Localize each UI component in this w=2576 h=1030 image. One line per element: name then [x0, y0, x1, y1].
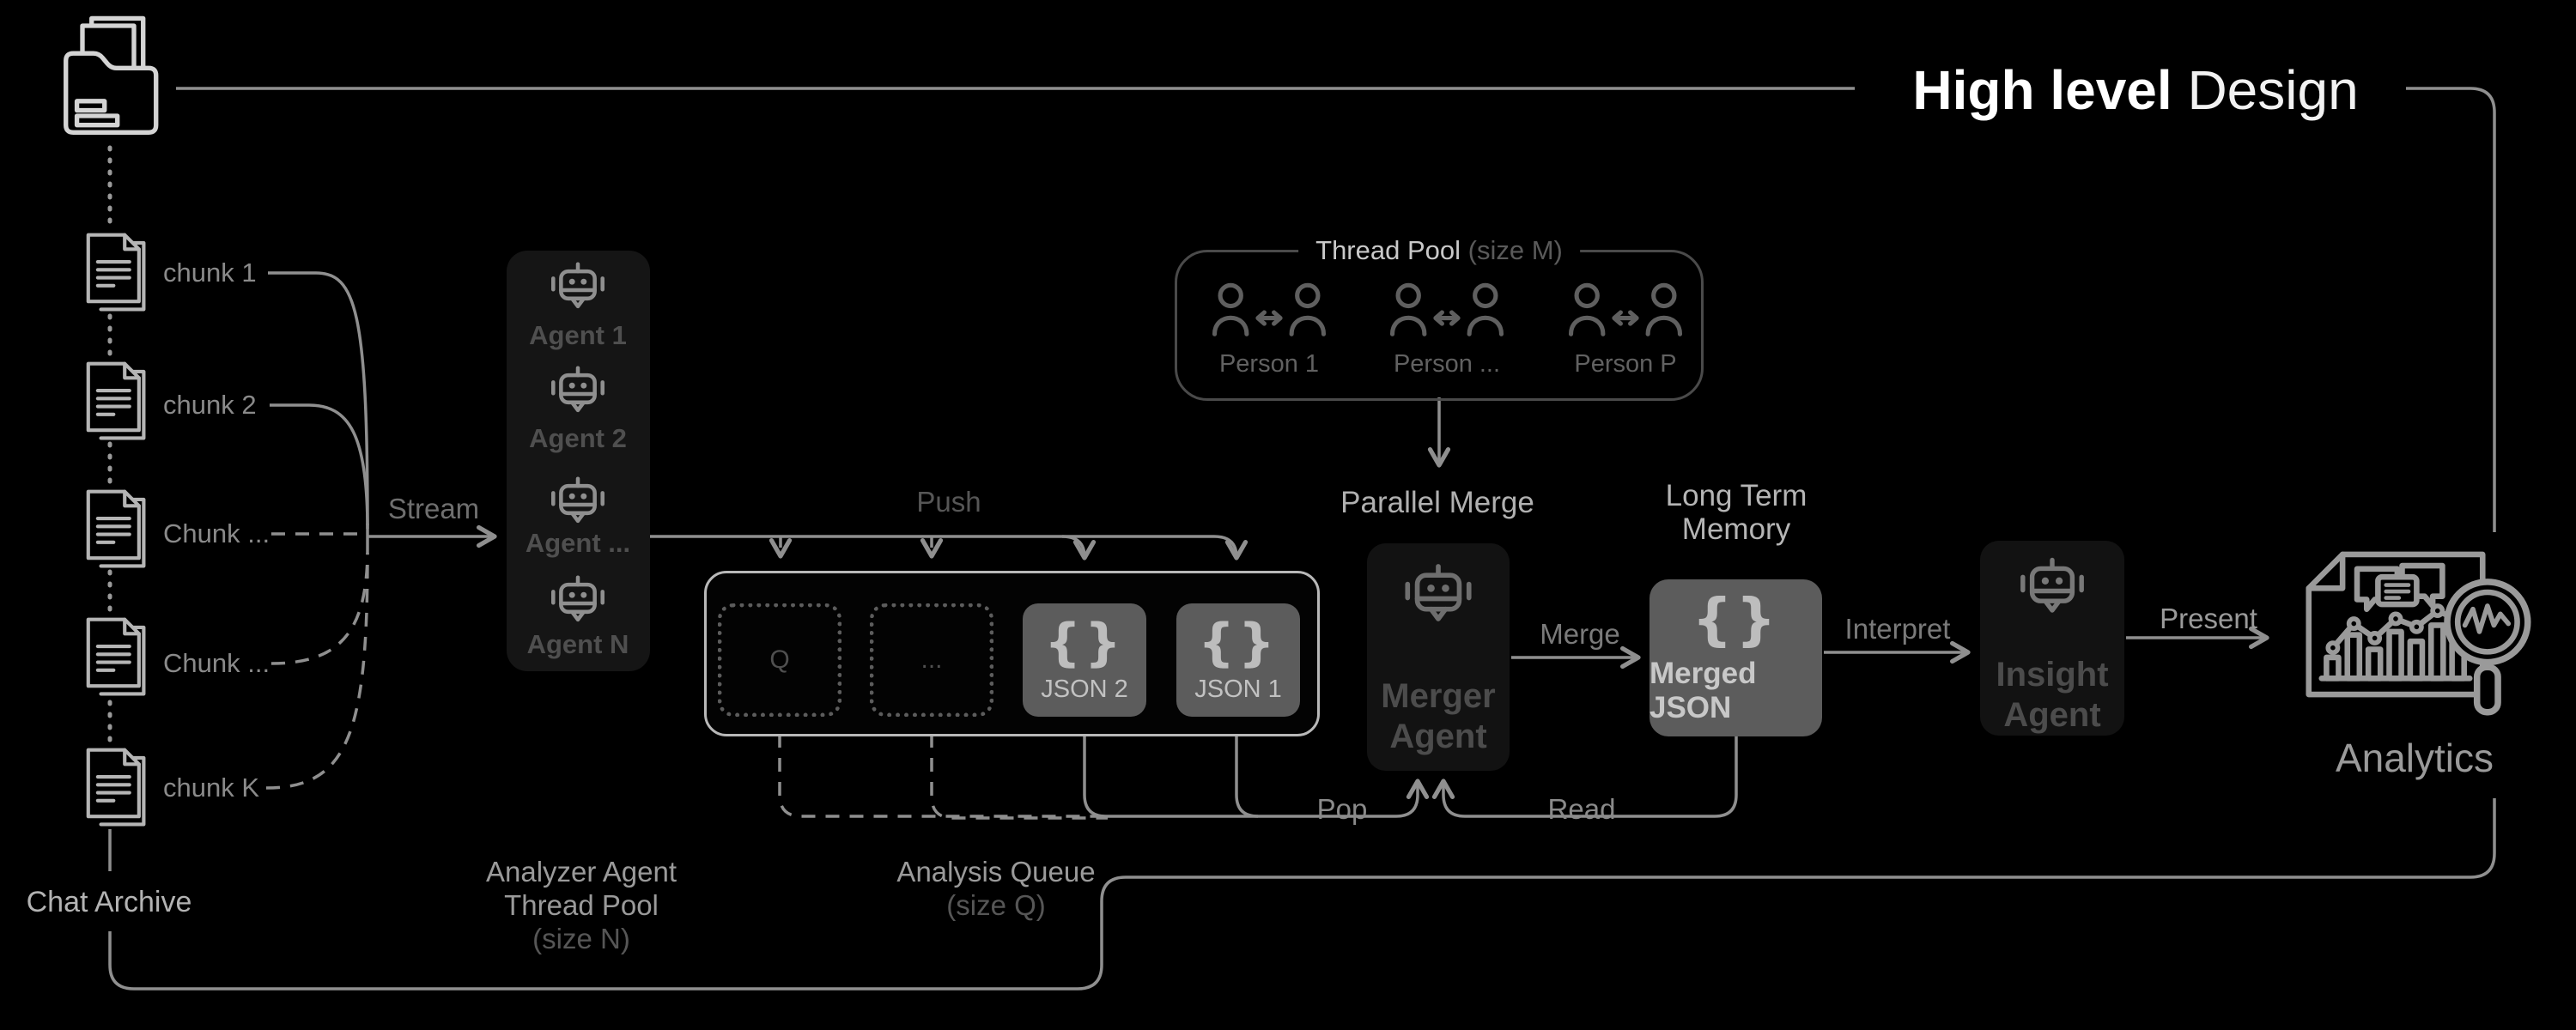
merged-json-box: {} Merged JSON [1649, 579, 1822, 736]
chunk-doc-icon [79, 488, 155, 571]
insight-agent-label-line1: Insight [1996, 656, 2109, 694]
analytics-icon [2306, 551, 2531, 716]
queue-caption-line1: Analysis Queue [896, 856, 1096, 888]
analyzer-pool-caption-line2: Thread Pool [504, 889, 659, 921]
thread-pool-title: Thread Pool (size M) [1298, 235, 1580, 266]
agent-label: Agent ... [525, 528, 631, 558]
queue-caption-size: (size Q) [946, 889, 1046, 921]
queue-slot-label: JSON 2 [1041, 675, 1128, 703]
thread-pool-size-text: (size M) [1467, 235, 1563, 265]
analyzer-pool-caption-line1: Analyzer Agent [486, 856, 677, 888]
push-label: Push [916, 486, 981, 518]
title-bold: High level [1912, 59, 2172, 121]
merger-agent-label-line1: Merger [1381, 677, 1496, 715]
agent-label: Agent 2 [529, 423, 627, 453]
insight-agent-box: Insight Agent [1980, 541, 2124, 736]
robot-icon [545, 574, 611, 633]
merged-json-label: Merged JSON [1649, 656, 1757, 724]
chunk-doc-icon [79, 747, 155, 829]
chunk-label: Chunk ... [163, 648, 270, 678]
title-light: Design [2187, 59, 2359, 121]
robot-icon [545, 261, 611, 319]
merger-agent-box: Merger Agent [1367, 543, 1510, 771]
page-title: High level Design [1912, 58, 2358, 122]
chunk-label: chunk K [163, 772, 260, 803]
read-label: Read [1547, 793, 1616, 825]
chunk-doc-icon [79, 360, 155, 443]
merger-agent-label-line2: Agent [1389, 718, 1487, 755]
pop-label: Pop [1316, 793, 1368, 825]
folder-icon [64, 15, 159, 135]
agent-label: Agent N [526, 629, 629, 659]
robot-icon [2014, 556, 2091, 626]
long-term-memory-line2: Memory [1681, 512, 1791, 546]
json-braces-icon: {} [1044, 612, 1125, 673]
queue-slot-empty: Q [718, 603, 841, 717]
queue-slot-json: {} JSON 2 [1023, 603, 1146, 717]
robot-icon [545, 365, 611, 423]
stream-label: Stream [387, 493, 480, 524]
chunk-label: chunk 1 [163, 258, 257, 288]
person-label: Person 1 [1218, 350, 1320, 378]
interpret-label: Interpret [1844, 613, 1951, 645]
chunk-doc-icon [79, 232, 155, 314]
person-pair-icon [1561, 276, 1690, 348]
insight-agent-label-line2: Agent [2003, 696, 2101, 734]
analytics-label: Analytics [2335, 736, 2494, 780]
queue-slot-label: JSON 1 [1194, 675, 1282, 703]
chunk-doc-icon [79, 616, 155, 699]
robot-icon [1398, 562, 1479, 635]
chunk-label: Chunk ... [163, 518, 270, 548]
analyzer-agent-pool: Agent 1 Agent 2 Agent ... Agent N [507, 251, 650, 671]
parallel-merge-label: Parallel Merge [1340, 486, 1534, 519]
person-label: Person P [1574, 350, 1677, 378]
queue-slot-label: ... [920, 645, 943, 674]
person-pair-icon [1382, 276, 1511, 348]
chat-archive-label: Chat Archive [26, 886, 192, 918]
person-pair-icon [1205, 276, 1334, 348]
queue-slot-label: Q [769, 645, 790, 674]
person-label: Person ... [1393, 350, 1501, 378]
json-braces-icon: {} [1198, 612, 1279, 673]
merge-thread-pool: Thread Pool (size M) Person 1 Person ...… [1175, 235, 1704, 401]
analysis-queue: Q ... {} JSON 2 {} JSON 1 [704, 571, 1320, 736]
chunk-label: chunk 2 [163, 390, 257, 420]
agent-label: Agent 1 [529, 320, 627, 350]
merge-label: Merge [1540, 618, 1620, 650]
present-label: Present [2160, 603, 2257, 634]
thread-pool-title-text: Thread Pool [1315, 235, 1461, 265]
json-braces-icon: {} [1692, 585, 1780, 652]
analyzer-pool-caption-size: (size N) [532, 923, 630, 954]
long-term-memory-line1: Long Term [1665, 479, 1807, 512]
queue-slot-empty: ... [870, 603, 993, 717]
robot-icon [545, 476, 611, 534]
queue-slot-json: {} JSON 1 [1176, 603, 1300, 717]
